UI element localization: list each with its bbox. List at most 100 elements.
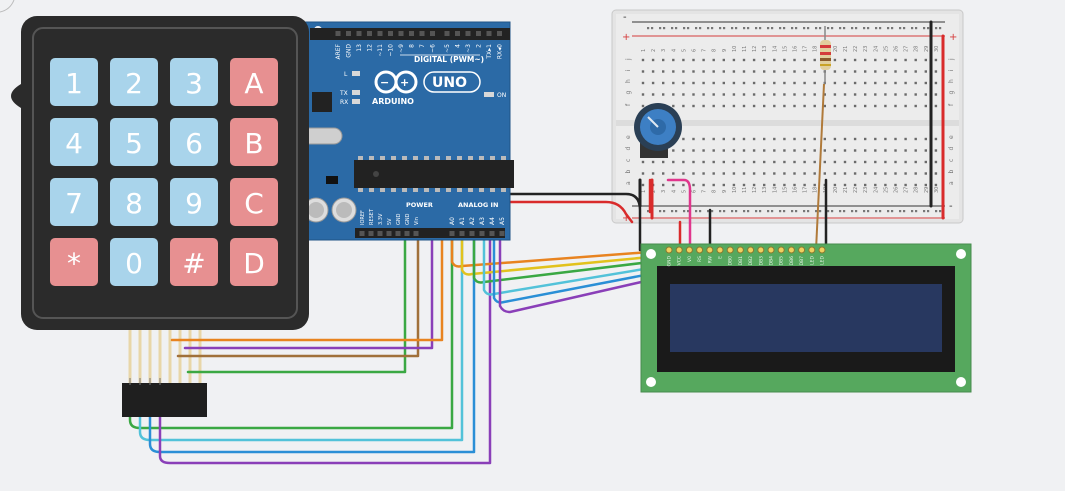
analog-pin[interactable] bbox=[449, 231, 455, 236]
column-label: 5 bbox=[681, 190, 687, 193]
key-7[interactable]: 7 bbox=[50, 178, 98, 226]
lcd-pin[interactable] bbox=[787, 246, 795, 254]
keypad-connector[interactable] bbox=[122, 378, 207, 417]
lcd-pin[interactable] bbox=[747, 246, 755, 254]
digital-header[interactable] bbox=[335, 31, 503, 36]
breadboard[interactable]: 1122334455667788991010111112121313141415… bbox=[611, 9, 964, 224]
lcd-pin[interactable] bbox=[716, 246, 724, 254]
digital-pin[interactable] bbox=[465, 31, 471, 36]
lcd-pin-label: DB5 bbox=[779, 256, 785, 266]
digital-pin[interactable] bbox=[367, 31, 372, 36]
key-6[interactable]: 6 bbox=[170, 118, 218, 166]
key-c[interactable]: C bbox=[230, 178, 278, 226]
lcd-pin[interactable] bbox=[665, 246, 673, 254]
lcd-pin[interactable] bbox=[818, 246, 826, 254]
column-label: 1 bbox=[641, 49, 647, 52]
row-label: e bbox=[948, 135, 955, 139]
digital-pin-label: RX◂0 bbox=[497, 44, 504, 59]
analog-pin[interactable] bbox=[469, 231, 475, 236]
digital-pin[interactable] bbox=[497, 31, 502, 36]
column-label: 7 bbox=[702, 49, 708, 52]
column-label: 20 bbox=[833, 46, 839, 52]
row-label: a bbox=[948, 181, 955, 185]
digital-pin-label: 8 bbox=[409, 44, 416, 48]
lcd-pin[interactable] bbox=[777, 246, 785, 254]
digital-pin[interactable] bbox=[444, 31, 450, 36]
digital-pin[interactable] bbox=[346, 31, 351, 36]
power-pin[interactable] bbox=[404, 231, 410, 236]
lcd-pin[interactable] bbox=[798, 246, 806, 254]
key-0[interactable]: 0 bbox=[110, 238, 158, 286]
lcd-pin[interactable] bbox=[685, 246, 693, 254]
lcd-pin[interactable] bbox=[808, 246, 816, 254]
digital-pin[interactable] bbox=[419, 31, 425, 36]
key-d[interactable]: D bbox=[230, 238, 278, 286]
power-analog-header[interactable] bbox=[359, 231, 505, 236]
key-9[interactable]: 9 bbox=[170, 178, 218, 226]
lcd-pin[interactable] bbox=[757, 246, 765, 254]
lcd-pin[interactable] bbox=[706, 246, 714, 254]
digital-pin[interactable] bbox=[356, 31, 362, 36]
power-pin[interactable] bbox=[359, 231, 365, 236]
key-a[interactable]: A bbox=[230, 58, 278, 106]
key-label: 3 bbox=[185, 67, 203, 100]
key-3[interactable]: 3 bbox=[170, 58, 218, 106]
analog-pin[interactable] bbox=[479, 231, 485, 236]
potentiometer[interactable] bbox=[634, 103, 682, 158]
wire-purple-keypad-b bbox=[158, 34, 492, 465]
column-label: 24 bbox=[873, 46, 879, 52]
power-pin[interactable] bbox=[368, 231, 374, 236]
analog-pin[interactable] bbox=[459, 231, 465, 236]
key-4[interactable]: 4 bbox=[50, 118, 98, 166]
digital-pin[interactable] bbox=[486, 31, 492, 36]
digital-pin[interactable] bbox=[409, 31, 414, 36]
key-star[interactable]: * bbox=[50, 238, 98, 286]
rail-plus-label-bottom: + bbox=[622, 213, 630, 224]
lcd-pin-label: GND bbox=[667, 255, 673, 266]
power-pin-label: 3.3V bbox=[378, 213, 384, 225]
lcd-pin[interactable] bbox=[696, 246, 704, 254]
column-label: 20 bbox=[833, 187, 839, 193]
power-pin[interactable] bbox=[413, 231, 419, 236]
lcd-pin[interactable] bbox=[726, 246, 734, 254]
key-label: A bbox=[244, 67, 263, 100]
analog-pin[interactable] bbox=[489, 231, 495, 236]
lcd-pins[interactable] bbox=[665, 246, 826, 254]
digital-pin[interactable] bbox=[476, 31, 481, 36]
lcd-pin[interactable] bbox=[736, 246, 744, 254]
row-label: j bbox=[625, 58, 632, 61]
key-2[interactable]: 2 bbox=[110, 58, 158, 106]
column-label: 28 bbox=[914, 187, 920, 193]
digital-pin[interactable] bbox=[388, 31, 393, 36]
key-label: 2 bbox=[125, 67, 143, 100]
digital-pin[interactable] bbox=[377, 31, 383, 36]
digital-pin[interactable] bbox=[398, 31, 404, 36]
column-label: 29 bbox=[924, 187, 930, 193]
digital-pin[interactable] bbox=[335, 31, 341, 36]
power-pin[interactable] bbox=[386, 231, 392, 236]
resistor[interactable] bbox=[815, 26, 831, 251]
power-pin[interactable] bbox=[395, 231, 401, 236]
power-pin[interactable] bbox=[377, 231, 383, 236]
column-label: 26 bbox=[894, 46, 900, 52]
analog-pin-label: A2 bbox=[469, 217, 476, 225]
key-hash[interactable]: # bbox=[170, 238, 218, 286]
key-5[interactable]: 5 bbox=[110, 118, 158, 166]
key-8[interactable]: 8 bbox=[110, 178, 158, 226]
digital-pin[interactable] bbox=[455, 31, 460, 36]
key-b[interactable]: B bbox=[230, 118, 278, 166]
digital-pin[interactable] bbox=[430, 31, 435, 36]
row-label: i bbox=[948, 70, 955, 72]
lcd-pin[interactable] bbox=[767, 246, 775, 254]
analog-pin[interactable] bbox=[499, 231, 505, 236]
column-label: 21 bbox=[843, 187, 849, 193]
column-label: 17 bbox=[803, 187, 809, 193]
column-label: 27 bbox=[904, 187, 910, 193]
lcd-pin[interactable] bbox=[675, 246, 683, 254]
lcd-pin-label: DB1 bbox=[738, 256, 744, 266]
key-1[interactable]: 1 bbox=[50, 58, 98, 106]
